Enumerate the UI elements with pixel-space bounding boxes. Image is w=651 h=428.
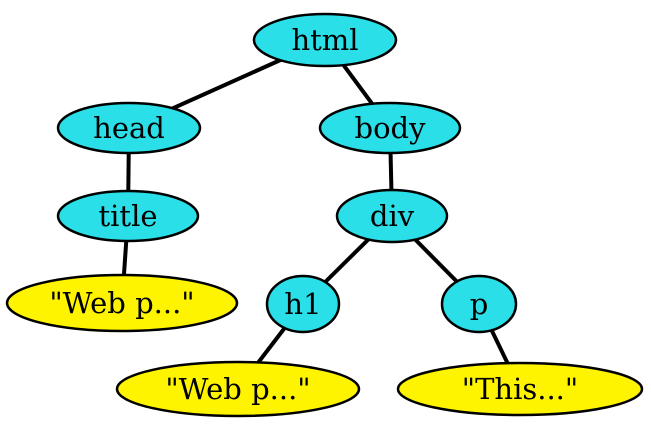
node-head: head: [56, 101, 202, 155]
node-label-h1: h1: [284, 287, 321, 321]
node-html: html: [252, 12, 398, 68]
node-label-body: body: [355, 111, 427, 145]
node-ellipse-text-webp-2: [115, 360, 361, 418]
node-label-div: div: [370, 199, 415, 233]
node-label-title: title: [98, 199, 157, 233]
node-label-html: html: [291, 23, 358, 57]
node-text-webp-2: "Web p...": [115, 360, 361, 418]
node-ellipse-title: [56, 189, 200, 243]
node-div: div: [335, 188, 449, 244]
node-h1: h1: [265, 274, 341, 334]
node-label-text-webp-2: "Web p...": [165, 372, 310, 406]
node-text-webp-1: "Web p...": [5, 273, 239, 333]
node-ellipse-h1: [265, 274, 341, 334]
node-ellipse-text-this: [396, 361, 644, 417]
node-ellipse-text-webp-1: [5, 273, 239, 333]
node-p: p: [440, 274, 518, 334]
node-title: title: [56, 189, 200, 243]
node-ellipse-head: [56, 101, 202, 155]
node-ellipse-html: [252, 12, 398, 68]
node-ellipse-p: [440, 274, 518, 334]
node-label-text-webp-1: "Web p...": [49, 286, 194, 320]
node-body: body: [318, 101, 462, 155]
node-label-head: head: [93, 111, 165, 145]
node-label-text-this: "This...": [462, 372, 579, 406]
node-text-this: "This...": [396, 361, 644, 417]
node-label-p: p: [470, 287, 489, 321]
node-ellipse-div: [335, 188, 449, 244]
node-ellipse-body: [318, 101, 462, 155]
